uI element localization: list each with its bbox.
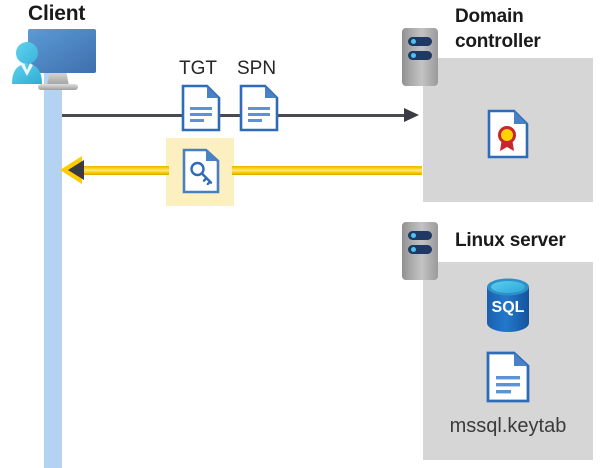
linux-server-icon	[402, 222, 438, 280]
sql-database-icon: SQL	[483, 278, 533, 332]
request-arrow-head	[404, 108, 419, 122]
client-title: Client	[28, 2, 86, 25]
domain-controller-server-icon	[402, 28, 438, 86]
server-led-icon	[411, 39, 416, 44]
response-arrow-line-right	[232, 166, 422, 175]
server-led-icon	[411, 233, 416, 238]
tgt-label: TGT	[179, 58, 217, 79]
certificate-document-icon	[487, 109, 529, 159]
keytab-document-icon	[486, 351, 530, 403]
spn-document-icon	[239, 84, 279, 132]
server-led-icon	[411, 53, 416, 58]
response-arrow-head	[68, 160, 84, 180]
linux-server-title: Linux server	[455, 230, 566, 251]
server-bay-top	[408, 37, 432, 46]
request-arrow-line	[62, 114, 412, 117]
domain-controller-title-line2: controller	[455, 31, 541, 52]
server-led-icon	[411, 247, 416, 252]
server-bay-bottom	[408, 245, 432, 254]
key-document-icon	[182, 148, 220, 194]
server-bay-bottom	[408, 51, 432, 60]
user-monitor-icon	[6, 26, 114, 98]
keytab-filename-label: mssql.keytab	[449, 415, 567, 437]
sql-database-label: SQL	[492, 299, 525, 316]
server-bay-top	[408, 231, 432, 240]
client-lifeline	[44, 62, 62, 468]
tgt-document-icon	[181, 84, 221, 132]
response-arrow-line-left	[72, 166, 169, 175]
domain-controller-title-line1: Domain	[455, 6, 524, 27]
spn-label: SPN	[237, 58, 277, 79]
domain-controller-title: Domain controller	[455, 4, 595, 54]
